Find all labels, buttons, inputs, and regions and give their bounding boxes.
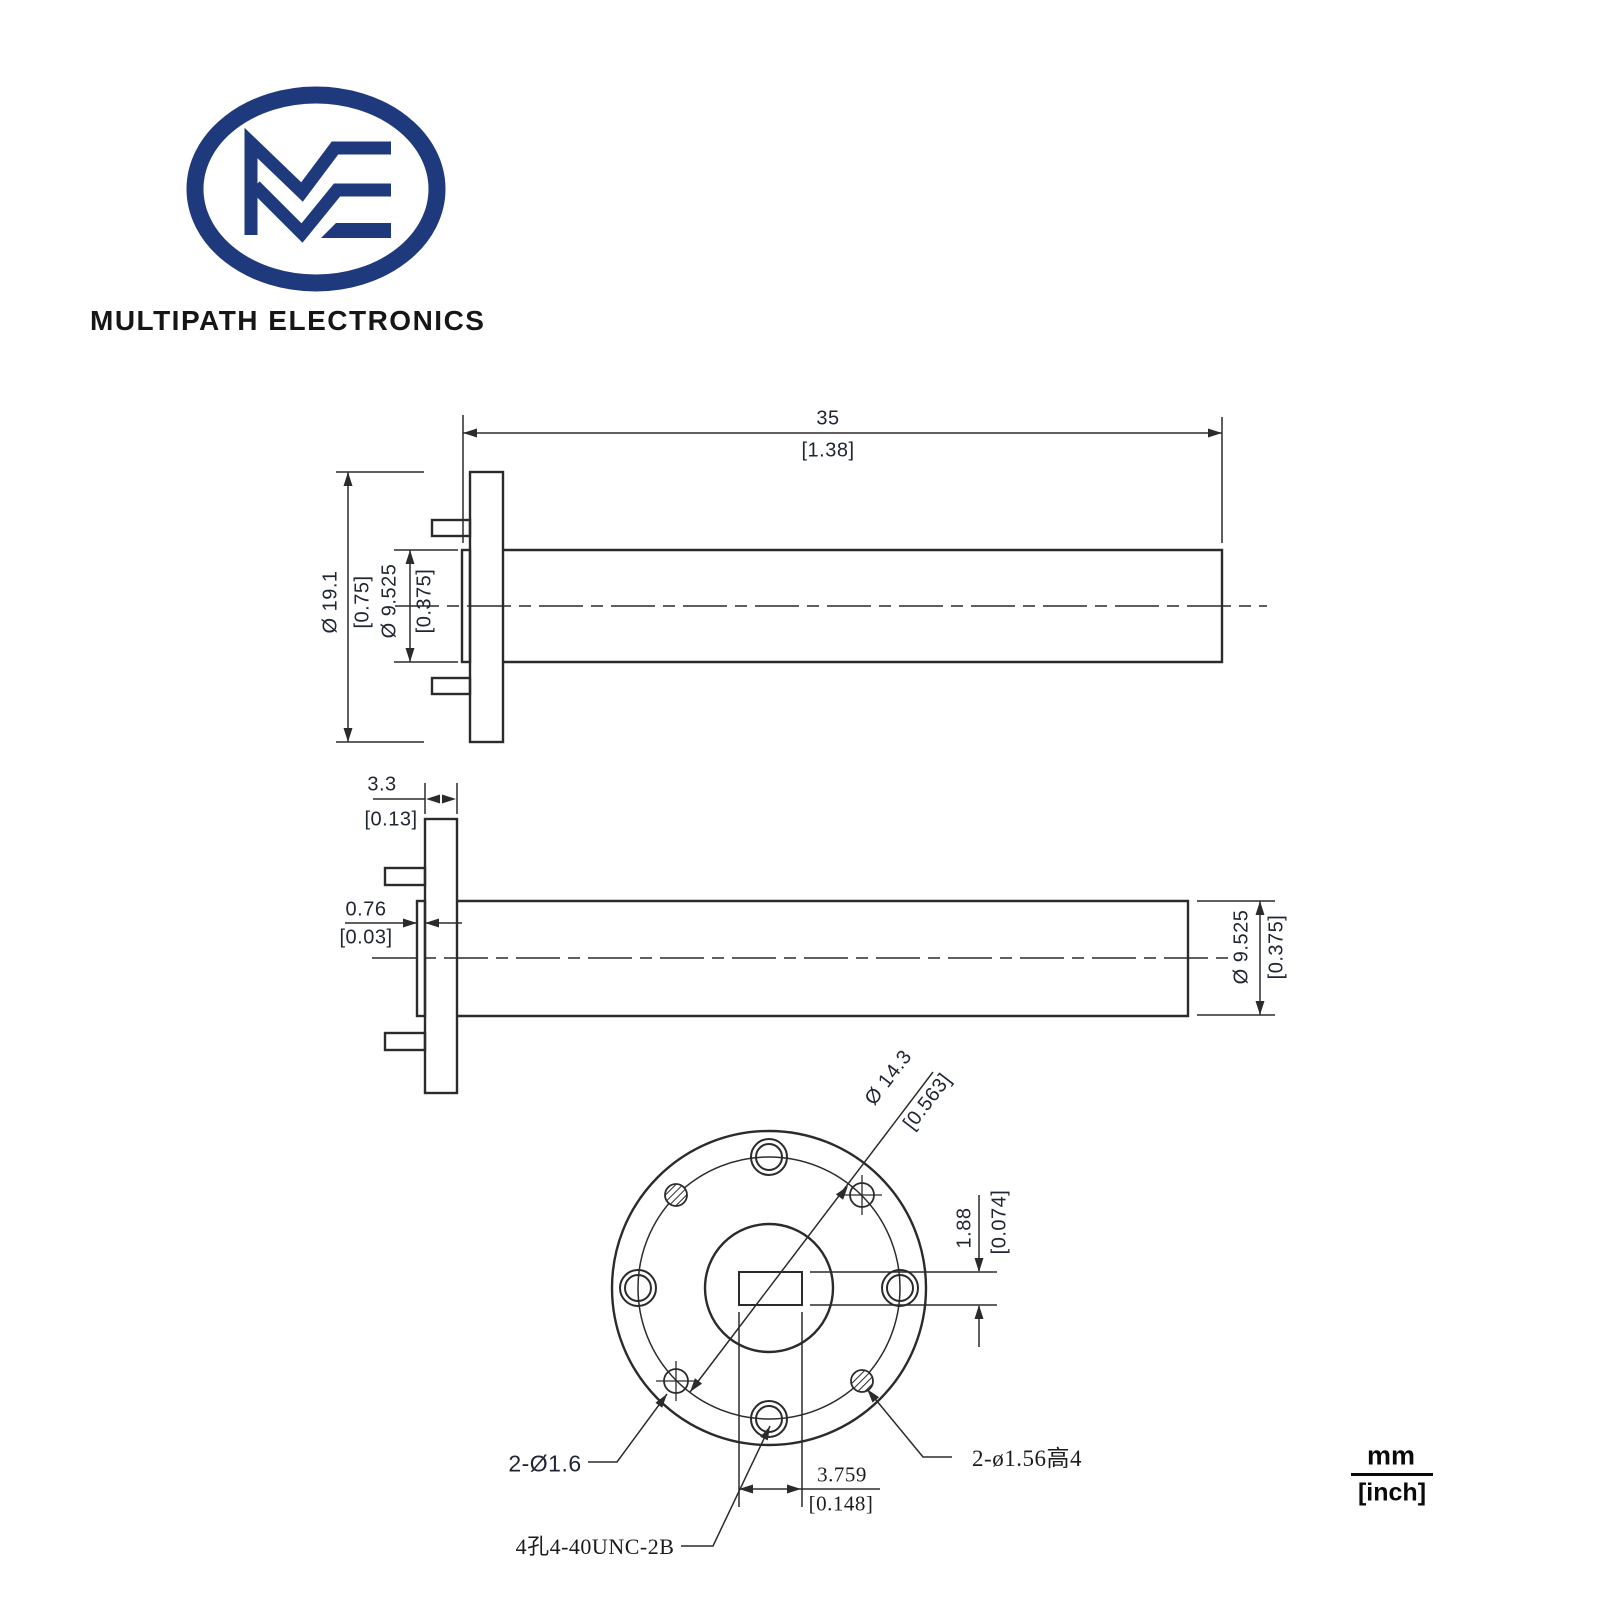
dim-step-thickness-mm: 0.76 — [345, 898, 387, 921]
dim-slot-offset-inch: [0.148] — [808, 1491, 874, 1516]
brand-name: MULTIPATH ELECTRONICS — [90, 305, 486, 336]
small-holes — [656, 1175, 882, 1401]
dim-length-inch: [1.38] — [801, 439, 855, 462]
locating-pins — [664, 1183, 874, 1393]
label-locating-pins: 2-ø1.56高4 — [972, 1446, 1082, 1471]
dim-flange-thickness-inch: [0.13] — [364, 808, 418, 831]
dim-slot-height-inch: [0.074] — [988, 1189, 1011, 1255]
dim-tube-dia2-mm: Ø 9.525 — [1230, 909, 1253, 985]
side-view-length — [336, 415, 1267, 744]
units-mm: mm — [1366, 1440, 1416, 1471]
dim-tube-dia2-inch: [0.375] — [1265, 914, 1288, 980]
dim-slot-offset-mm: 3.759 — [817, 1462, 867, 1487]
side-view-thickness — [345, 783, 1275, 1095]
end-view-flange — [588, 1071, 997, 1547]
units-inch: [inch] — [1357, 1478, 1427, 1507]
dim-length-mm: 35 — [816, 407, 840, 430]
company-logo — [185, 86, 447, 292]
dim-flange-thickness-mm: 3.3 — [367, 773, 397, 796]
logo-monogram-icon — [186, 86, 446, 292]
dim-step-thickness-inch: [0.03] — [339, 926, 393, 949]
dim-tube-dia-inch: [0.375] — [413, 568, 436, 634]
dim-flange-dia-inch: [0.75] — [351, 575, 374, 629]
label-small-holes: 2-Ø1.6 — [508, 1450, 582, 1477]
dim-flange-dia-mm: Ø 19.1 — [319, 570, 342, 634]
label-threaded-holes: 4孔4-40UNC-2B — [515, 1534, 675, 1559]
dim-slot-height-mm: 1.88 — [953, 1207, 976, 1249]
dim-tube-dia-mm: Ø 9.525 — [378, 563, 401, 639]
units-divider — [1351, 1473, 1433, 1476]
